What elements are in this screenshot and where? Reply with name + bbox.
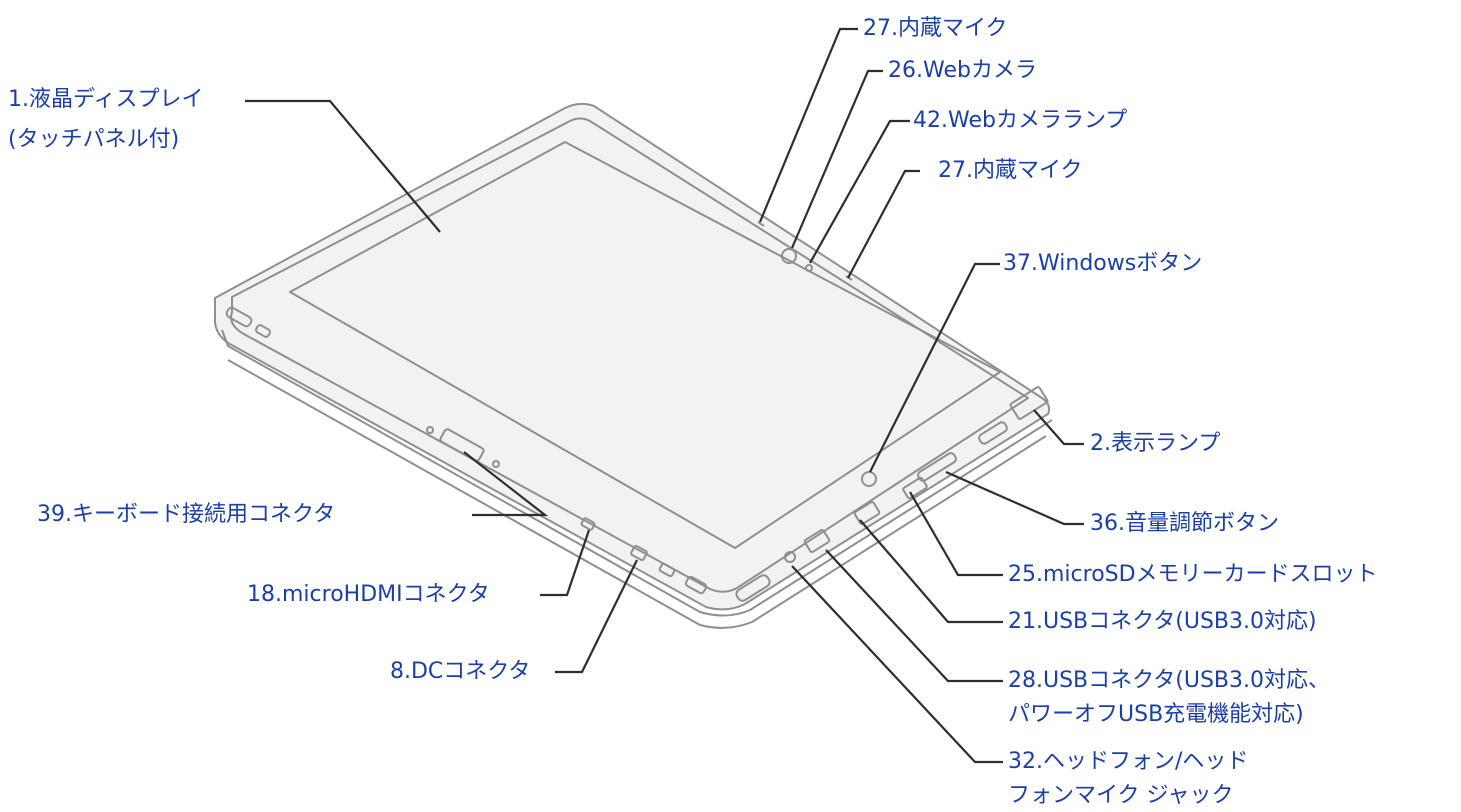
- leader-lcd: [245, 99, 441, 233]
- microhdmi-port-shape: [580, 517, 596, 531]
- label-webcam: 26.Webカメラ: [888, 58, 1037, 83]
- leader-usb21: [859, 519, 1003, 624]
- tablet-bezel: [230, 117, 1029, 593]
- leader-volume: [945, 470, 1084, 526]
- dc-port-shape: [630, 544, 648, 562]
- speaker-right: [735, 574, 771, 602]
- vent-left-2: [255, 324, 271, 338]
- microsd-slot-shape: [902, 476, 928, 500]
- leader-usb28: [825, 549, 1003, 683]
- label-webcam-lamp: 42.Webカメラランプ: [913, 108, 1128, 133]
- leader-keyboard: [463, 451, 549, 517]
- leader-webcam-lamp: [809, 119, 910, 264]
- leader-dc: [555, 559, 638, 674]
- label-lcd: 1.液晶ディスプレイ (タッチパネル付): [8, 86, 203, 154]
- label-usb21: 21.USBコネクタ(USB3.0対応): [1008, 609, 1317, 634]
- leader-indicator: [1033, 409, 1084, 446]
- label-dc: 8.DCコネクタ: [390, 659, 531, 684]
- label-volume: 36.音量調節ボタン: [1090, 511, 1279, 536]
- keyboard-pin-right: [492, 460, 500, 468]
- label-microsd: 25.microSDメモリーカードスロット: [1008, 562, 1378, 587]
- usb21-port-shape: [853, 500, 881, 526]
- leader-microsd: [909, 491, 1003, 577]
- label-windows-button: 37.Windowsボタン: [1003, 251, 1203, 276]
- bottom-vent-1: [684, 575, 708, 595]
- label-headphone-line2: フォンマイク ジャック: [1008, 783, 1234, 808]
- volume-button-shape: [917, 452, 957, 482]
- label-mic-right: 27.内蔵マイク: [938, 158, 1083, 183]
- vent-left-1: [225, 306, 253, 328]
- label-headphone-line1: 32.ヘッドフォン/ヘッド: [1008, 749, 1249, 774]
- tablet-left-edge: [221, 329, 1053, 617]
- leader-windows: [869, 262, 1000, 473]
- windows-button-shape: [861, 471, 877, 487]
- label-indicator: 2.表示ランプ: [1090, 431, 1221, 456]
- leader-mic-right: [847, 169, 920, 279]
- bottom-slot-1: [658, 562, 676, 578]
- webcam-shape: [781, 248, 797, 264]
- tablet-body: [213, 102, 1051, 611]
- label-mic-top: 27.内蔵マイク: [863, 16, 1008, 41]
- screen-area: [289, 141, 1001, 549]
- leader-webcam: [790, 69, 883, 249]
- keyboard-connector-shape: [439, 428, 485, 462]
- label-microhdmi: 18.microHDMIコネクタ: [247, 582, 490, 607]
- label-headphone: 32.ヘッドフォン/ヘッド フォンマイク ジャック: [1008, 748, 1248, 810]
- label-lcd-line2: (タッチパネル付): [8, 127, 180, 152]
- usb28-port-shape: [803, 528, 831, 554]
- tablet-bottom-edge: [227, 359, 1047, 629]
- right-vent: [978, 421, 1008, 445]
- label-lcd-line1: 1.液晶ディスプレイ: [8, 87, 204, 112]
- label-usb28: 28.USBコネクタ(USB3.0対応、 パワーオフUSB充電機能対応): [1008, 667, 1330, 729]
- leader-mic-top: [758, 27, 858, 223]
- label-usb28-line1: 28.USBコネクタ(USB3.0対応、: [1008, 668, 1330, 693]
- leader-headphone: [791, 565, 1003, 764]
- mic-top-hole: [757, 221, 765, 227]
- label-keyboard: 39.キーボード接続用コネクタ: [37, 502, 336, 527]
- headphone-jack-shape: [784, 551, 796, 563]
- webcam-lamp-shape: [805, 264, 813, 272]
- leader-microhdmi: [540, 529, 591, 597]
- keyboard-pin-left: [426, 426, 434, 434]
- label-usb28-line2: パワーオフUSB充電機能対応): [1008, 702, 1304, 727]
